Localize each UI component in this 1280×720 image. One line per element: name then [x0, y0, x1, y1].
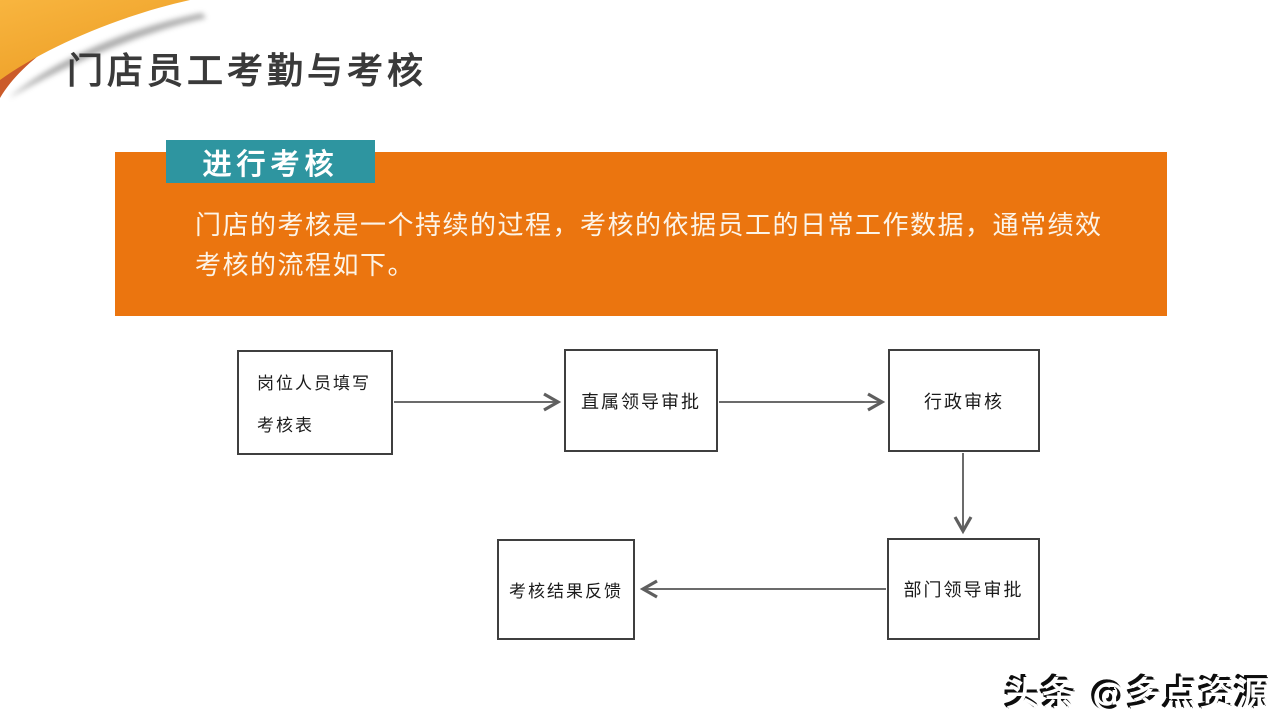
- intro-paragraph: 门店的考核是一个持续的过程，考核的依据员工的日常工作数据，通常绩效 考核的流程如…: [195, 206, 1135, 286]
- flow-node-admin-review: 行政审核: [888, 349, 1040, 452]
- flow-node-label: 部门领导审批: [903, 580, 1024, 601]
- swoosh-yellow: [0, 0, 190, 80]
- flow-node-label: 考核结果反馈: [509, 582, 623, 602]
- watermark: 头条 @多点资源: [1006, 675, 1272, 715]
- section-label: 进行考核: [166, 140, 375, 183]
- intro-line-1: 门店的考核是一个持续的过程，考核的依据员工的日常工作数据，通常绩效: [195, 211, 1103, 241]
- flow-node-label: 直属领导审批: [581, 391, 701, 413]
- intro-line-2: 考核的流程如下。: [195, 251, 416, 281]
- swoosh-shadow: [9, 13, 206, 98]
- flow-node-assessment-feedback: 考核结果反馈: [497, 539, 635, 640]
- flow-node-label: 岗位人员填写: [257, 374, 371, 394]
- flow-node-fill-assessment-form: 岗位人员填写 考核表: [237, 350, 393, 455]
- flow-node-label: 行政审核: [924, 391, 1004, 413]
- corner-swoosh-decoration: [0, 0, 206, 98]
- flow-node-label: 考核表: [257, 416, 314, 436]
- slide-title: 门店员工考勤与考核: [67, 51, 428, 92]
- flow-node-direct-leader-approval: 直属领导审批: [564, 349, 718, 452]
- flow-node-dept-leader-approval: 部门领导审批: [887, 538, 1040, 640]
